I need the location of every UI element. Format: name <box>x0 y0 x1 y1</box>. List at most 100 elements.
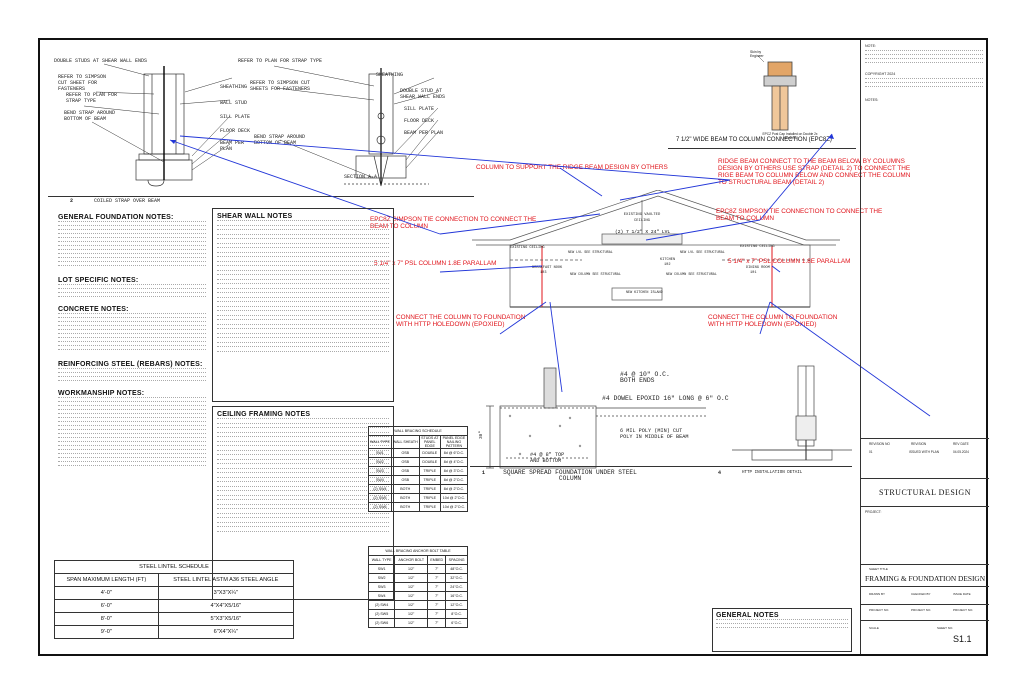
table-cell: 1/2" <box>394 573 429 583</box>
new-lvl-left: NEW LVL SEE STRUCTURAL <box>568 251 613 255</box>
rebar-title: REINFORCING STEEL (REBARS) NOTES: <box>58 361 203 368</box>
shear-wall-title: SHEAR WALL NOTES <box>217 213 293 220</box>
footing-epoxy-note: #4 DOWEL EPOXID 16" LONG @ 6" O.C <box>602 395 729 402</box>
table-cell: DOUBLE <box>418 448 441 458</box>
existing-ceiling-right: EXISTING CEILING <box>740 245 775 249</box>
table-header: SPACING <box>445 555 468 565</box>
tb-field-drawn-by: DRAWN BY <box>869 592 886 596</box>
footing-dim: 30" <box>478 431 484 439</box>
table-cell: SW4 <box>368 475 392 485</box>
tb-divider-6 <box>861 604 989 605</box>
general-foundation-body <box>58 221 206 271</box>
table-cell: 5"X3"X5/16" <box>157 612 295 626</box>
note-psl-left: 5 1/4" x 7" PSL COLUMN 1.8E PARALLAM <box>374 260 497 267</box>
table-header: PANEL EDGE NAILING PATTERN <box>439 435 469 449</box>
table-cell: 4'-0" <box>54 586 159 600</box>
label-strap-type-2: REFER TO PLAN FOR STRAP TYPE <box>238 58 323 64</box>
http-caption: HTTP INSTALLATION DETAIL <box>742 471 803 475</box>
table-cell: 1/2" <box>394 618 429 628</box>
label-bend-strap-2: BEND STRAP AROUND BOTTOM OF BEAM <box>254 134 306 146</box>
label-floor-deck-2: FLOOR DECK <box>404 118 435 124</box>
table-cell: 24"O.C. <box>445 582 468 592</box>
table-cell: SW3 <box>367 582 396 592</box>
tb-sheet-title: FRAMING & FOUNDATION DESIGN <box>865 574 986 583</box>
table-cell: 1/2" <box>394 609 429 619</box>
detail-number: 2 <box>70 198 74 204</box>
footing-number: 1 <box>482 470 486 476</box>
tb-field-scale: SCALE <box>869 626 879 630</box>
new-lvl-right: NEW LVL SEE STRUCTURAL <box>680 251 725 255</box>
table-header: ANCHOR BOLT <box>394 555 429 565</box>
tb-rev-date: 04.05.2024 <box>953 450 969 454</box>
table-header: STUDS AT PANEL EDGE <box>418 435 441 449</box>
table-cell: 12"O.C. <box>445 600 468 610</box>
tb-divider-4 <box>861 564 989 565</box>
tb-field-issue-date: ISSUE DATE <box>953 592 971 596</box>
note-found-right: CONNECT THE COLUMN TO FOUNDATION WITH HT… <box>708 314 838 328</box>
tb-copyright: COPYRIGHT 2024 <box>865 72 896 76</box>
wall-bracing-title: WALL BRACING SCHEDULE <box>368 426 468 436</box>
notes-left-column: GENERAL FOUNDATION NOTES: LOT SPECIFIC N… <box>58 214 206 550</box>
vaulted-ceiling-label: EXISTING VAULTED CEILING <box>623 213 661 223</box>
detail-epc8z: Skin by Engineer EPCZ Post Cap Installed… <box>668 42 856 149</box>
tb-col-revision: REVISION <box>911 442 927 446</box>
table-cell: 7" <box>427 618 447 628</box>
lintel-header-span: SPAN MAXIMUM LENGTH (FT) <box>54 573 159 587</box>
table-cell: 8d @ 2"O.C. <box>439 484 469 494</box>
tb-copyright-body <box>865 78 983 92</box>
table-cell: BOTH <box>390 493 420 503</box>
table-cell: 10d @ 2"O.C. <box>439 493 469 503</box>
table-cell: (2) SW4 <box>368 484 392 494</box>
table-cell: 48"O.C. <box>445 564 468 574</box>
table-cell: 6'-0" <box>54 599 159 613</box>
table-cell: 1/2" <box>394 564 429 574</box>
table-cell: 4"X4"X5/16" <box>157 599 295 613</box>
table-cell: SW3 <box>368 466 392 476</box>
footing-divider <box>470 466 714 467</box>
table-cell: (2) SW4 <box>367 600 396 610</box>
general-foundation-title: GENERAL FOUNDATION NOTES: <box>58 214 174 221</box>
dining-number: 101 <box>750 271 757 275</box>
lvl-beam-label: (2) 7 1/2" X 24" LVL <box>615 230 671 235</box>
epc8z-drawing <box>757 55 797 131</box>
title-block: NOTE: COPYRIGHT 2024 NOTES: REVISION NO … <box>860 40 989 654</box>
table-cell: (2) SW6 <box>368 502 392 512</box>
epc-caption: 7 1/2" WIDE BEAM TO COLUMN CONNECTION (E… <box>676 137 832 143</box>
footing-bars-note: #4 @ 8" TOP AND BOTTOM <box>530 452 565 464</box>
detail-http: 4 HTTP INSTALLATION DETAIL <box>710 346 852 494</box>
detail-coiled-strap: DOUBLE STUDS AT SHEAR WALL ENDS REFER TO… <box>44 44 474 206</box>
table-header: WALL TYPE <box>367 555 396 565</box>
tb-field-project-no: PROJECT NO. <box>869 608 890 612</box>
kitchen-number: 102 <box>664 263 671 267</box>
table-cell: BOTH <box>390 484 420 494</box>
http-divider <box>710 466 852 467</box>
table-cell: OSB <box>390 457 420 467</box>
anchor-bolt-title: WALL BRACING ANCHOR BOLT TABLE <box>368 546 468 556</box>
rebar-body <box>58 368 206 388</box>
table-cell: 8"O.C. <box>445 609 468 619</box>
table-cell: BOTH <box>390 502 420 512</box>
table-cell: 8d @ 4"O.C. <box>439 457 469 467</box>
table-cell: 1/2" <box>394 591 429 601</box>
tb-col-rev-date: REV DATE <box>953 442 969 446</box>
tb-revision: ISSUED WITH PLAN <box>909 450 940 454</box>
table-cell: 8d @ 2"O.C. <box>439 475 469 485</box>
label-sheathing: SHEATHING <box>220 84 248 90</box>
ceiling-framing-body <box>217 418 389 594</box>
table-cell: SW2 <box>367 573 396 583</box>
ceiling-framing-title: CEILING FRAMING NOTES <box>217 411 311 418</box>
tb-field-checked-by: CHECKED BY <box>911 592 931 596</box>
table-cell: 7" <box>427 591 447 601</box>
table-cell: 1/2" <box>394 582 429 592</box>
table-cell: 8'-0" <box>54 612 159 626</box>
table-cell: TRIPLE <box>418 475 441 485</box>
kitchen-island-label: NEW KITCHEN ISLAND <box>626 291 663 295</box>
dining-label: DINING ROOM <box>746 266 770 270</box>
workmanship-title: WORKMANSHIP NOTES: <box>58 390 145 397</box>
footing-poly-note: 6 MIL POLY (MIN) CUT POLY IN MIDDLE OF B… <box>620 428 689 440</box>
http-number: 4 <box>718 470 722 476</box>
workmanship-body <box>58 397 206 477</box>
table-cell: 7" <box>427 600 447 610</box>
footing-rebar-note: #4 @ 10" O.C. BOTH ENDS <box>620 371 670 384</box>
general-notes-body <box>716 619 848 637</box>
